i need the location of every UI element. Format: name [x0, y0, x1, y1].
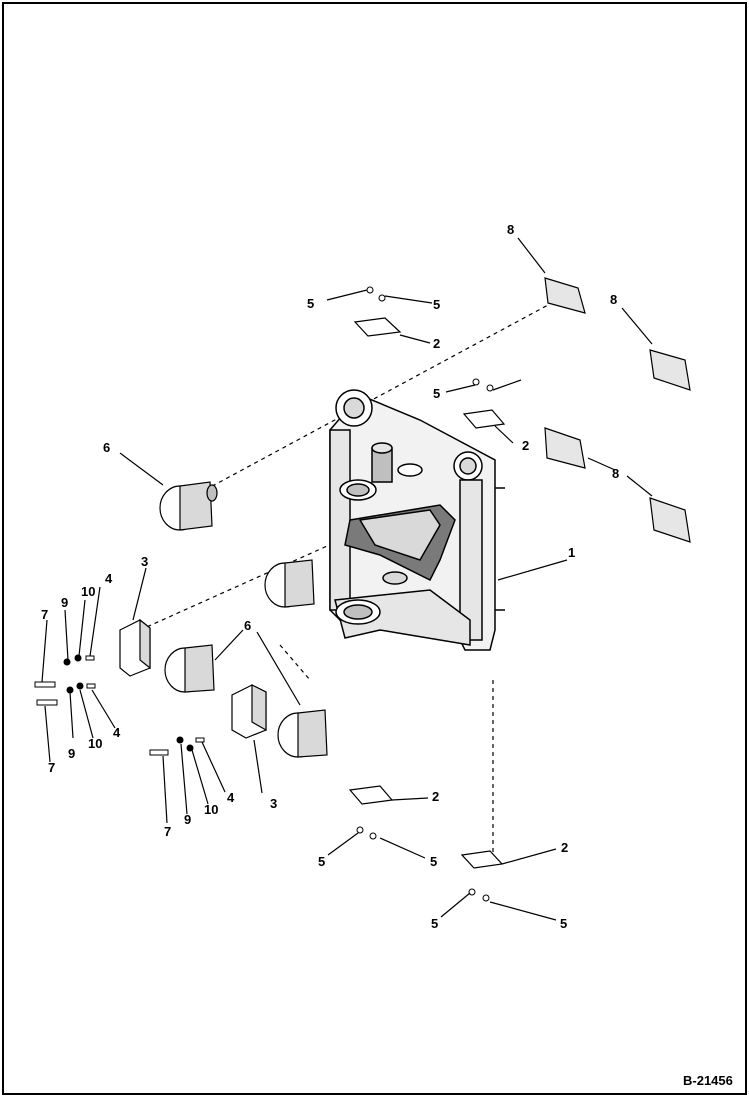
- callout-9: 9: [61, 595, 68, 610]
- callout-5: 5: [318, 854, 325, 869]
- callout-3: 3: [141, 554, 148, 569]
- callout-5: 5: [431, 916, 438, 931]
- callout-9: 9: [184, 812, 191, 827]
- callout-9: 9: [68, 746, 75, 761]
- callout-8: 8: [612, 466, 619, 481]
- callout-5: 5: [433, 386, 440, 401]
- shim-part: [544, 277, 691, 543]
- callout-5: 5: [433, 297, 440, 312]
- callout-4: 4: [113, 725, 121, 740]
- callout-7: 7: [164, 824, 171, 839]
- callout-8: 8: [610, 292, 617, 307]
- leader-lines: [41, 237, 653, 921]
- callout-1: 1: [568, 545, 575, 560]
- callout-10: 10: [204, 802, 218, 817]
- figure-id: B-21456: [683, 1073, 733, 1088]
- callout-3: 3: [270, 796, 277, 811]
- callout-5: 5: [307, 296, 314, 311]
- main-frame-part: [329, 389, 505, 651]
- block-part: [119, 618, 267, 739]
- callouts: 8 8 8 5 5 2 5 2 6 1 3 6 4 10 9 7 4 10 9 …: [41, 222, 619, 931]
- assembly-lines: [139, 304, 549, 865]
- callout-4: 4: [227, 790, 235, 805]
- callout-5: 5: [560, 916, 567, 931]
- callout-10: 10: [81, 584, 95, 599]
- pin-bushing-part: [159, 481, 328, 758]
- callout-2: 2: [561, 840, 568, 855]
- callout-4: 4: [105, 571, 113, 586]
- callout-7: 7: [48, 760, 55, 775]
- callout-2: 2: [432, 789, 439, 804]
- callout-6: 6: [244, 618, 251, 633]
- callout-2: 2: [433, 336, 440, 351]
- callout-10: 10: [88, 736, 102, 751]
- callout-5: 5: [430, 854, 437, 869]
- callout-7: 7: [41, 607, 48, 622]
- callout-6: 6: [103, 440, 110, 455]
- callout-8: 8: [507, 222, 514, 237]
- callout-2: 2: [522, 438, 529, 453]
